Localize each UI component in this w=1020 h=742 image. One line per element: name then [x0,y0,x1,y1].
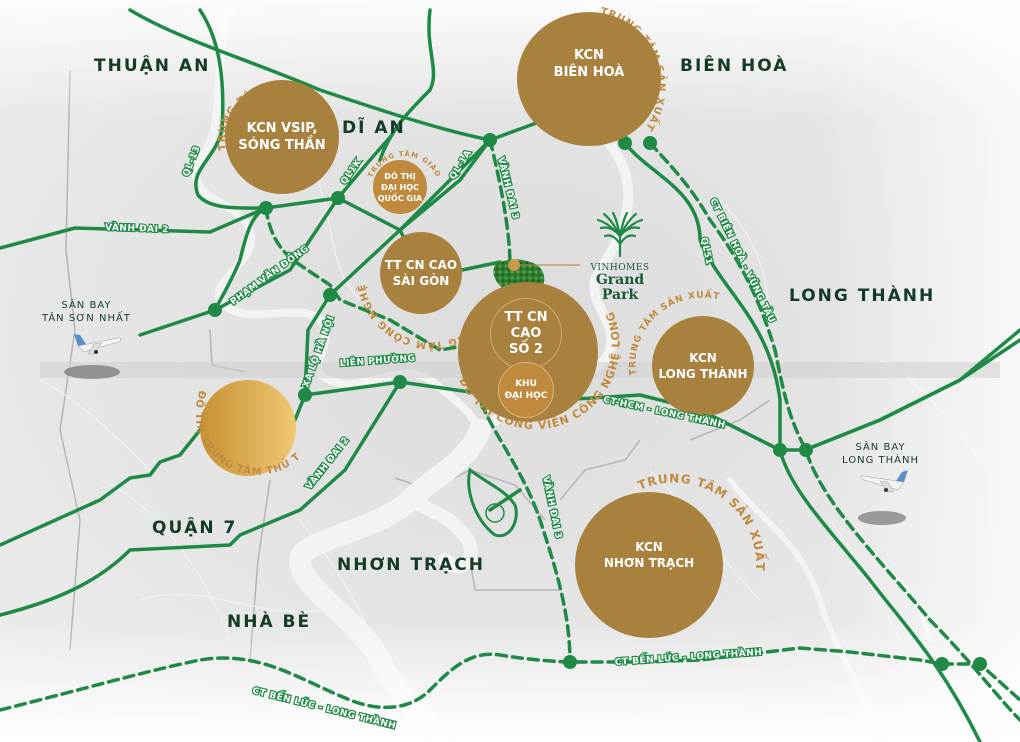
hub-kcn-vsip-label: KCN VSIP, SÓNG THẦN [238,121,326,153]
hub-kcn-nhon-trach-label: KCN NHƠN TRẠCH [603,540,695,570]
road-label-ql13: QL-13 [182,145,203,179]
road-label-xa-lo-ha-noi: XA LỘ HÀ NỘI [300,314,337,389]
airport-label-long-thanh: SÂN BAY LONG THÀNH [842,442,919,466]
road-label-ct-bien-hoa-vung-tau: CT BIÊN HOÀ - VŨNG TÀU [707,196,778,325]
logo-brand: VINHOMES [590,263,650,273]
hub-dhqg-label: ĐÔ THỊ ĐẠI HỌC QUỐC GIA [377,171,423,203]
hub-tt-cn-2-label: TT CN CAO SỐ 2 [504,310,548,357]
region-label-thuan-an: THUẬN AN [94,56,211,76]
region-label-bien-hoa: BIÊN HOÀ [680,56,789,76]
airplane-icon [74,334,122,355]
airplane-icon-long-thanh [860,470,908,493]
hub-khu-dai-hoc: KHU ĐẠI HỌC [498,362,554,418]
road-label-ql1k: QL1K [339,157,364,187]
hub-kcn-vsip: KCN VSIP, SÓNG THẦN [225,80,339,194]
road-label-ct-hcm-long-thanh: CT-HCM - LONG THÀNH [602,393,726,431]
hub-khu-dai-hoc-label: KHU ĐẠI HỌC [504,379,548,401]
road-label-vanh-dai-3-top: VÀNH ĐAI 3 [495,156,522,221]
hub-tt-cn-cao-so-2: TT CN CAO SỐ 2 [490,298,562,370]
thu-thiem-disc [200,380,296,476]
hub-kcn-long-thanh: KCN LONG THÀNH [652,316,754,416]
region-label-long-thanh: LONG THÀNH [789,286,936,306]
region-label-di-an: DĨ AN [342,118,406,138]
road-label-ql51: QL51 [698,237,714,266]
region-label-nha-be: NHÀ BÈ [227,612,312,632]
hub-tt-cn-cao-sai-gon: TT CN CAO SÀI GÒN [380,232,462,314]
vinhomes-grand-park-logo: VINHOMES Grand Park [580,211,660,303]
hub-tt-cn-sg-label: TT CN CAO SÀI GÒN [384,258,458,288]
road-label-ct-ben-luc-left: CT BẾN LỨC - LONG THÀNH [251,683,397,731]
hub-kcn-long-thanh-label: KCN LONG THÀNH [658,351,748,381]
road-label-vanh-dai-2-bottom: VÀNH ĐAI 2 [303,434,352,492]
hub-kcn-bien-hoa-label: KCN BIÊN HOÀ [553,48,625,80]
road-label-lien-phuong: LIÊN PHƯỜNG [339,352,415,369]
hub-do-thi-dai-hoc-quoc-gia: ĐÔ THỊ ĐẠI HỌC QUỐC GIA [373,160,427,214]
hub-kcn-nhon-trach: KCN NHƠN TRẠCH [575,492,723,638]
logo-name: Grand Park [595,272,645,303]
hub-kcn-bien-hoa: KCN BIÊN HOÀ [517,12,661,146]
road-label-ct-ben-luc-right: CT BẾN LỨC - LONG THÀNH [614,645,762,668]
region-label-quan-7: QUẬN 7 [152,518,238,538]
road-label-ql1a: QL-1A [448,148,474,181]
road-label-vanh-dai-3-bottom: VÀNH ĐAI 3 [540,475,565,540]
airport-label-tan-son-nhat: SÂN BAY TÂN SƠN NHẤT [42,300,131,324]
palm-logo-icon [596,211,644,258]
region-label-nhon-trach: NHƠN TRẠCH [337,555,485,575]
road-label-vanh-dai-2-top: VÀNH ĐAI 2 [105,221,169,235]
road-label-pham-van-dong: PHẠM VĂN ĐỒNG [227,241,311,307]
